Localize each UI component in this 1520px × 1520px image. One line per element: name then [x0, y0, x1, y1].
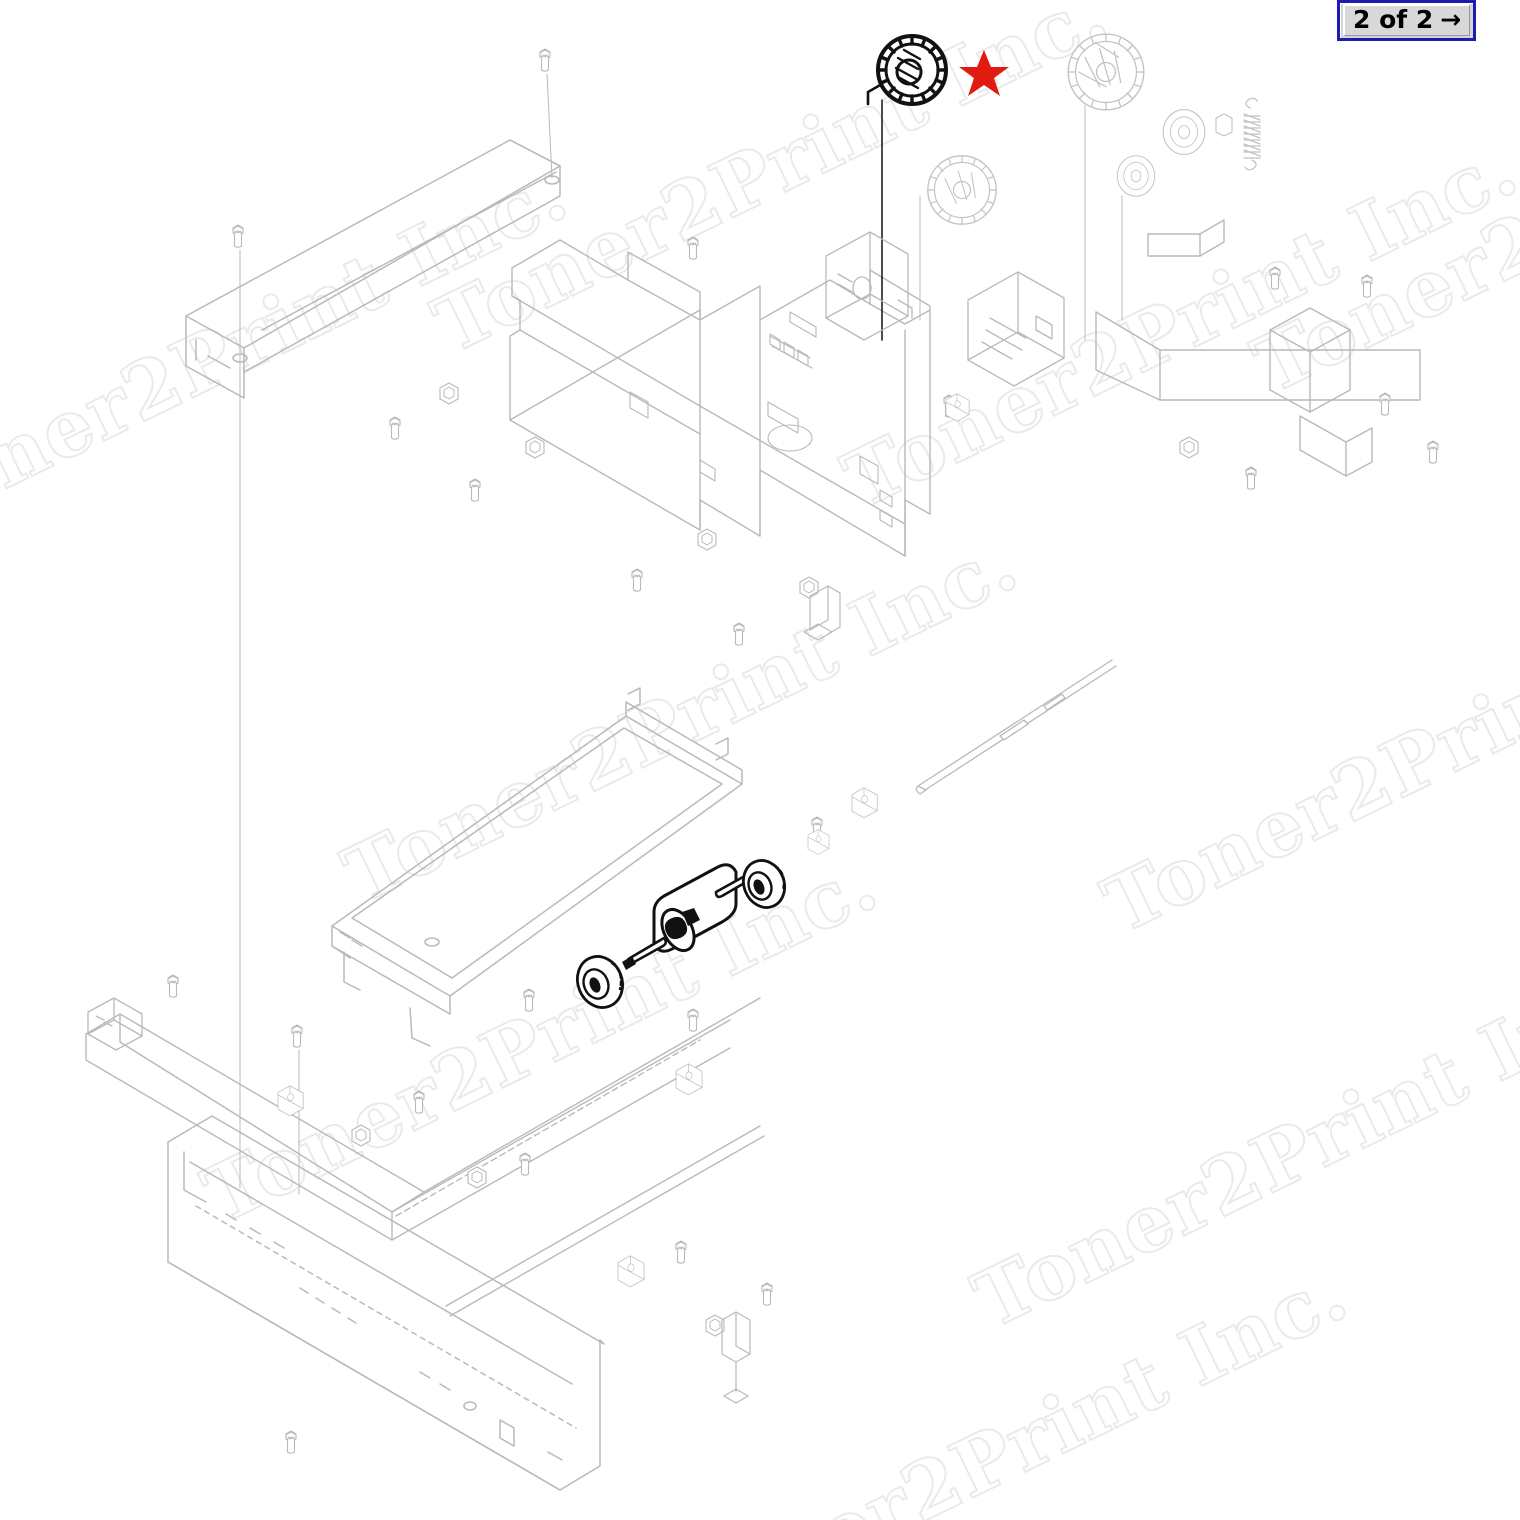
mounting-screw [675, 1240, 687, 1264]
lower-diagonal-rail [395, 1039, 765, 1317]
mounting-screw [469, 478, 481, 502]
mounting-screw [167, 974, 179, 998]
mounting-screw [687, 236, 699, 260]
latch-detail [769, 333, 809, 367]
mounting-screw [687, 1008, 699, 1032]
shaft [915, 659, 1117, 795]
retaining-clip [799, 576, 819, 599]
frame-cutouts [629, 311, 893, 528]
main-cross-frame [509, 239, 931, 557]
mounting-screw [1245, 466, 1257, 490]
sensor-bracket [617, 1255, 645, 1288]
sensor-bracket [945, 393, 970, 422]
right-frame-wing [1095, 219, 1421, 477]
page-nav-badge[interactable]: 2 of 2 → [1337, 0, 1477, 41]
retaining-clip [705, 1314, 725, 1337]
mounting-screw [523, 988, 535, 1012]
bottom-frame-rail [167, 1115, 605, 1491]
tray-frame [331, 687, 743, 1047]
bottom-small-plate [721, 1311, 751, 1404]
retaining-clip [697, 528, 717, 551]
mounting-screw [285, 1430, 297, 1454]
retaining-clip [1179, 436, 1199, 459]
mounting-screw [1269, 266, 1281, 290]
spacer-block [1215, 113, 1233, 137]
mounting-screw [1427, 440, 1439, 464]
sensor-housing [967, 271, 1065, 387]
page-nav-label: 2 of 2 [1353, 5, 1434, 34]
red-star-marker [959, 50, 1009, 96]
mounting-screw [232, 224, 244, 1189]
mounting-screw [1361, 274, 1373, 298]
arrow-right-icon[interactable]: → [1440, 5, 1462, 34]
pulley-small [1116, 155, 1156, 321]
retaining-clip [525, 436, 545, 459]
bottom-cross-rail [85, 997, 761, 1241]
sensor-bracket [807, 829, 830, 855]
mounting-screw [761, 1282, 773, 1306]
mounting-screw [733, 622, 745, 646]
drive-gear-highlighted [866, 34, 948, 341]
idler-gear [919, 155, 997, 321]
tension-spring [1243, 97, 1261, 171]
mounting-screw [291, 1024, 303, 1195]
pulley-large [1162, 109, 1206, 155]
large-helical-gear [1067, 33, 1145, 341]
mounting-screw [519, 1152, 531, 1176]
roller-bushing-left [575, 955, 625, 1009]
mounting-screw [539, 48, 553, 179]
retaining-clip [351, 1124, 371, 1147]
retaining-clip [467, 1166, 487, 1189]
mounting-screw [389, 416, 401, 440]
mounting-screw [1379, 392, 1391, 416]
connector-block [87, 997, 143, 1051]
sensor-bracket [675, 1063, 703, 1096]
gearbox-bracket [825, 231, 913, 341]
sensor-bracket [851, 787, 878, 819]
mounting-screw [413, 1090, 425, 1114]
wire-guide [803, 585, 841, 641]
retaining-clip [439, 382, 459, 405]
mounting-screw [631, 568, 643, 592]
top-angled-bracket [185, 139, 561, 399]
roller-bushing-right [741, 859, 787, 909]
